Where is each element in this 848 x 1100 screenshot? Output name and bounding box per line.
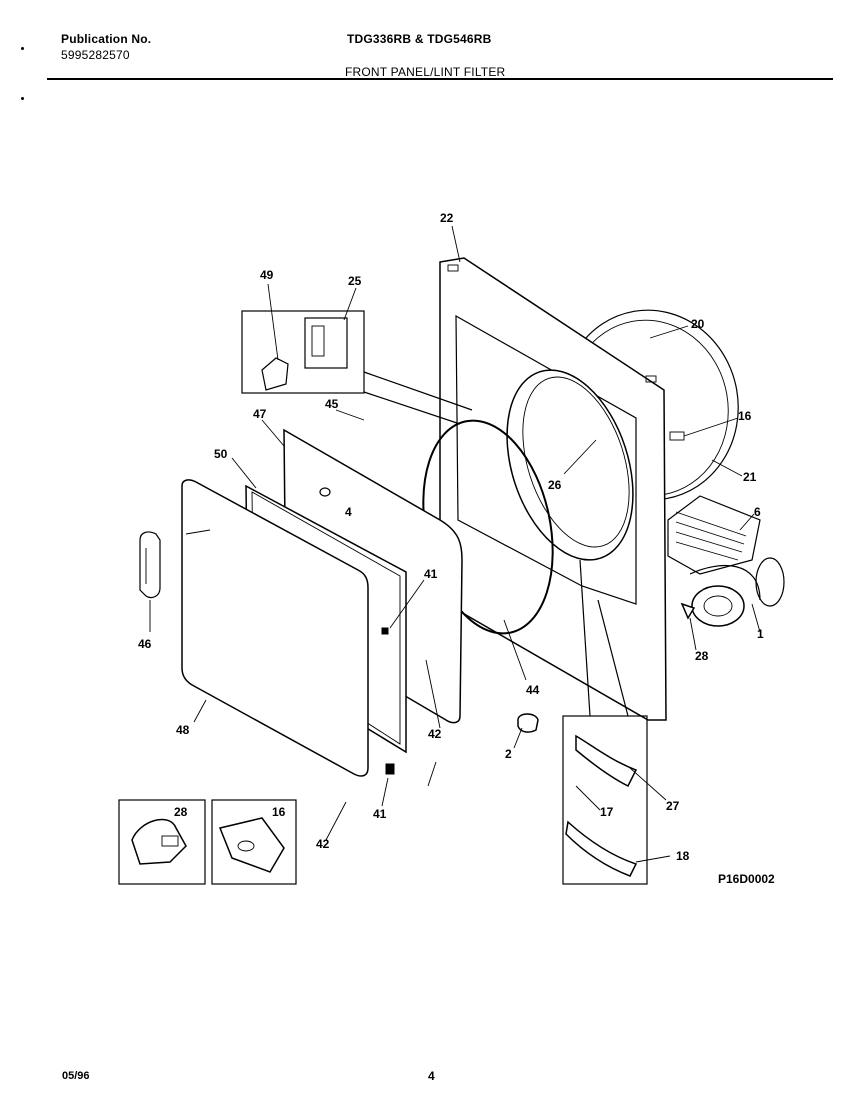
callout-25: 25 [348,274,362,288]
callout-6: 6 [754,505,761,519]
callout-50: 50 [214,447,228,461]
callout-46: 46 [138,637,152,651]
inset-callout-16: 16 [272,805,286,819]
publication-label: Publication No. [61,32,152,46]
callout-42-upper: 42 [428,727,442,741]
small-hardware [381,431,696,775]
callout-41-lower: 41 [373,807,387,821]
model-numbers: TDG336RB & TDG546RB [347,32,492,46]
header-rule [47,78,833,80]
lint-duct-part [667,495,785,627]
callout-2: 2 [505,747,512,761]
page-number: 4 [428,1069,435,1083]
callout-27: 27 [666,799,680,813]
callout-17: 17 [600,805,614,819]
callout-45: 45 [325,397,339,411]
callout-20: 20 [691,317,705,331]
inset-part-16 [211,799,297,885]
publication-number: 5995282570 [61,48,130,62]
callout-44: 44 [526,683,540,697]
leader-lines [149,225,761,863]
callout-47: 47 [253,407,267,421]
callout-18: 18 [676,849,690,863]
front-panel-frame [439,257,667,721]
callout-21: 21 [743,470,757,484]
footer-date: 05/96 [62,1070,90,1082]
callout-22: 22 [440,211,454,225]
inset-callout-28: 28 [174,805,188,819]
figure-code: P16D0002 [718,872,775,886]
section-title: FRONT PANEL/LINT FILTER [345,65,506,79]
callout-4: 4 [345,505,352,519]
callout-49: 49 [260,268,274,282]
door-handle [139,531,161,599]
callout-16: 16 [738,409,752,423]
callout-1: 1 [757,627,764,641]
callout-42-lower: 42 [316,837,330,851]
callout-26: 26 [548,478,562,492]
scan-mark [21,97,24,100]
inset-part-28 [118,799,206,885]
lint-filter-inset [562,559,648,885]
outer-door [181,479,369,777]
callout-48: 48 [176,723,190,737]
callout-41-upper: 41 [424,567,438,581]
inset-switch-parts [241,310,473,425]
callout-28: 28 [695,649,709,663]
scan-mark [21,47,24,50]
